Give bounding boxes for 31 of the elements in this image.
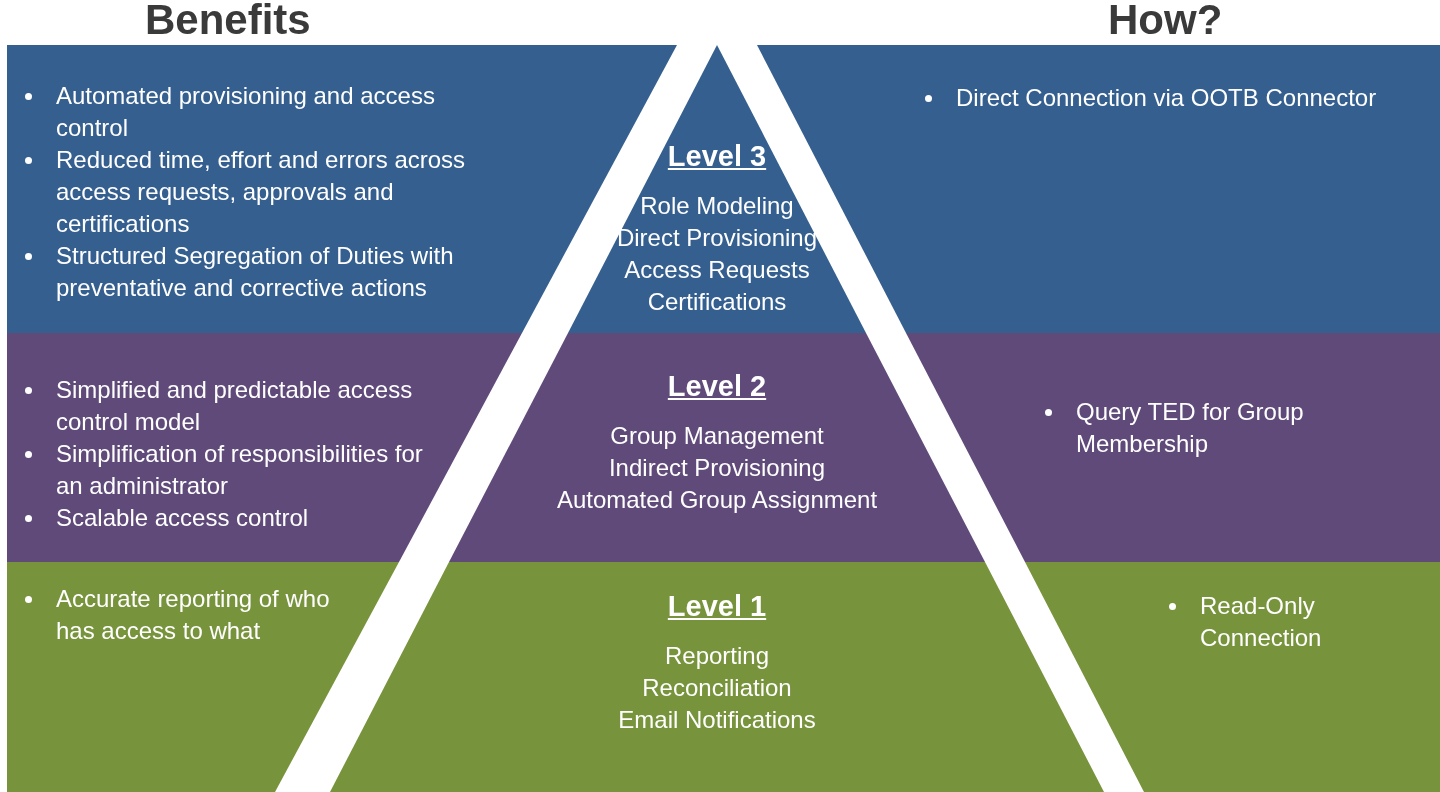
capability-item: Automated Group Assignment [556,485,878,515]
bullet-item: Direct Connection via OOTB Connector [956,84,1377,111]
capability-item: Role Modeling [640,191,794,221]
bullet-item: Automated provisioning and access control [56,82,435,141]
pyramid-level [449,333,985,562]
capability-item: Group Management [610,421,824,451]
bullet-item: Reduced time, effort and errors across access requests, approvals and certifications [56,146,466,237]
pyramid-level [330,562,1104,792]
capability-item: Certifications [647,287,787,317]
bullet-item: Scalable access control [56,504,309,531]
capability-item: Direct Provisioning [616,223,818,253]
bullet-item: Simplification of responsibilities for an administrator [56,440,423,499]
level-heading: Level 3 [667,140,767,172]
capability-item: Reporting [664,641,770,671]
bullet-item: Read-Only Connection [1200,592,1322,651]
column-heading: How? [1108,0,1223,44]
column-heading: Benefits [145,0,311,44]
capability-item: Access Requests [624,255,810,285]
band-panel [7,562,399,792]
band-panel [906,333,1440,562]
bullet-item: Accurate reporting of who has access to what [56,585,330,644]
capability-item: Indirect Provisioning [608,453,826,483]
bullet-item: Simplified and predictable access control model [56,376,413,435]
capability-item: Email Notifications [618,705,816,735]
level-heading: Level 1 [667,590,767,622]
bullet-item: Structured Segregation of Duties with preventative and corrective actions [56,242,454,301]
level-heading: Level 2 [667,370,767,402]
band-panel [1025,562,1440,792]
capability-item: Reconciliation [642,673,792,703]
band-panel [7,333,522,562]
bullet-item: Query TED for Group Membership [1076,398,1304,457]
